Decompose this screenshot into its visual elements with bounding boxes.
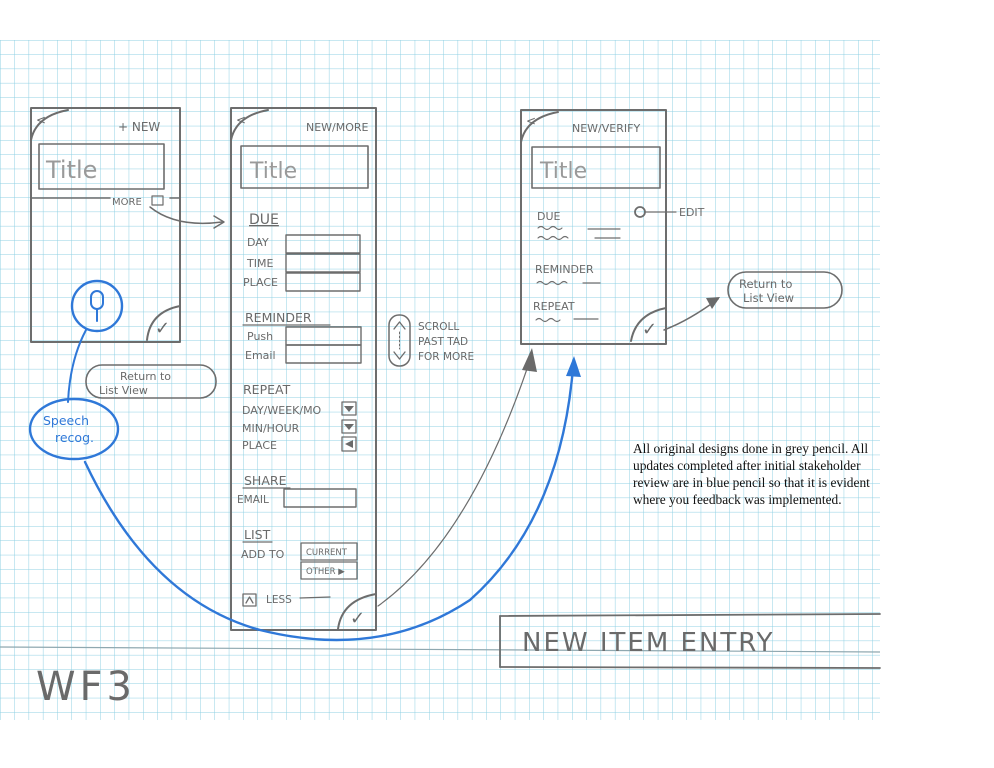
svg-text:recog.: recog. — [55, 430, 94, 445]
chevron-down-icon — [393, 351, 406, 360]
wf2-due-time-field[interactable] — [285, 253, 361, 273]
wf3-header: NEW/VERIFY — [572, 122, 640, 135]
wf2-back-icon[interactable]: < — [236, 113, 246, 127]
wf2-list-current-label: CURRENT — [306, 548, 348, 558]
wf1-more-button[interactable]: MORE — [112, 197, 142, 208]
svg-text:SCROLL: SCROLL — [418, 321, 459, 333]
wireframe-new: < + NEW Title MORE ✓ — [30, 107, 181, 343]
wf2-reminder-email-label: Email — [245, 349, 276, 362]
edit-annotation: EDIT — [634, 206, 705, 219]
sheet-label: WF3 — [36, 664, 136, 710]
wf2-due-place-field[interactable] — [285, 272, 361, 292]
wf2-done-check[interactable]: ✓ — [350, 608, 365, 629]
wf2-due-place-label: PLACE — [243, 276, 278, 289]
wf2-repeat-interval-label: DAY/WEEK/MO — [242, 404, 322, 417]
chevron-left-icon — [345, 440, 353, 448]
arrow-verify-to-list-head — [706, 297, 720, 309]
wf2-due-time-label: TIME — [246, 257, 273, 270]
footer-title: NEW ITEM ENTRY — [522, 628, 775, 658]
wireframe-new-more: < NEW/MORE Title DUE DAY TIME PLACE REMI… — [230, 107, 377, 631]
wf2-less-label: LESS — [266, 594, 292, 606]
wf2-repeat-place-dropdown[interactable] — [341, 436, 357, 452]
wf2-share-email-field[interactable] — [283, 488, 357, 508]
wf3-back-icon[interactable]: < — [526, 114, 536, 128]
wf2-share-heading: SHARE — [244, 473, 287, 488]
arrow-more-to-detail — [149, 206, 223, 225]
wf2-list-other-label: OTHER ▶ — [306, 567, 345, 577]
wf2-list-current-option[interactable] — [300, 542, 358, 561]
wf2-title-input[interactable]: Title — [249, 159, 297, 184]
svg-text:Speech: Speech — [43, 413, 89, 428]
wf2-repeat-time-label: MIN/HOUR — [242, 422, 300, 435]
wf2-due-heading: DUE — [249, 212, 279, 228]
chevron-down-icon — [344, 424, 354, 430]
svg-text:Return to: Return to — [739, 277, 792, 291]
wf2-less-button[interactable] — [242, 593, 257, 607]
svg-text:FOR MORE: FOR MORE — [418, 351, 474, 363]
wf3-repeat-heading: REPEAT — [533, 300, 575, 313]
arrow-more-to-detail-head — [213, 215, 225, 229]
wf3-done-check[interactable]: ✓ — [642, 319, 657, 340]
wf1-header: + NEW — [118, 120, 160, 134]
edit-pencil-icon — [634, 206, 646, 218]
wf2-share-email-label: EMAIL — [237, 494, 269, 506]
wf2-header: NEW/MORE — [306, 121, 369, 134]
wf1-done-check[interactable]: ✓ — [155, 318, 170, 339]
wf2-due-day-label: DAY — [247, 236, 269, 249]
wf3-reminder-heading: REMINDER — [535, 263, 594, 276]
blue-arrow-head — [566, 356, 581, 377]
chevron-up-icon — [245, 596, 254, 604]
chevron-up-icon — [393, 321, 406, 330]
wf1-back-icon[interactable]: < — [36, 113, 46, 127]
arrow-form-to-verify — [377, 359, 531, 607]
wf3-title-field: Title — [539, 159, 587, 184]
wf2-repeat-interval-dropdown[interactable] — [341, 401, 357, 416]
graph-paper-grid — [0, 40, 880, 720]
legend-note: All original designs done in grey pencil… — [633, 441, 870, 507]
svg-text:Return to: Return to — [120, 370, 171, 383]
scroll-annotation: SCROLL PAST TAD FOR MORE — [388, 314, 474, 367]
wf2-repeat-heading: REPEAT — [243, 382, 291, 397]
speech-recognition-addition: Speech recog. — [28, 279, 124, 461]
wf3-due-heading: DUE — [537, 210, 561, 223]
return-to-list-right: Return to List View — [727, 271, 843, 309]
svg-text:List View: List View — [743, 291, 794, 305]
wf2-repeat-time-dropdown[interactable] — [341, 419, 357, 434]
chevron-down-icon — [344, 406, 354, 412]
wf2-repeat-place-label: PLACE — [242, 439, 277, 452]
svg-text:PAST TAD: PAST TAD — [418, 336, 468, 348]
wf2-reminder-push-label: Push — [247, 330, 273, 343]
wf2-reminder-email-field[interactable] — [285, 344, 362, 364]
wf2-add-to-label: ADD TO — [241, 548, 285, 561]
footer-title-box: NEW ITEM ENTRY — [499, 613, 881, 669]
svg-text:EDIT: EDIT — [679, 206, 705, 219]
svg-text:List View: List View — [99, 384, 148, 397]
wf1-title-input[interactable]: Title — [45, 156, 97, 184]
arrow-form-to-verify-head — [522, 348, 537, 372]
wf2-reminder-heading: REMINDER — [245, 310, 312, 325]
wf2-due-day-field[interactable] — [285, 234, 361, 254]
blue-arrow-speech-to-verify — [83, 366, 575, 642]
wf2-list-heading: LIST — [244, 527, 271, 542]
paper-fold-line — [0, 646, 881, 653]
wf2-list-other-option[interactable] — [300, 561, 358, 580]
return-to-list-left: Return to List View — [85, 364, 217, 399]
wireframe-new-verify: < NEW/VERIFY Title DUE REMINDER REPEAT ✓ — [520, 109, 667, 345]
